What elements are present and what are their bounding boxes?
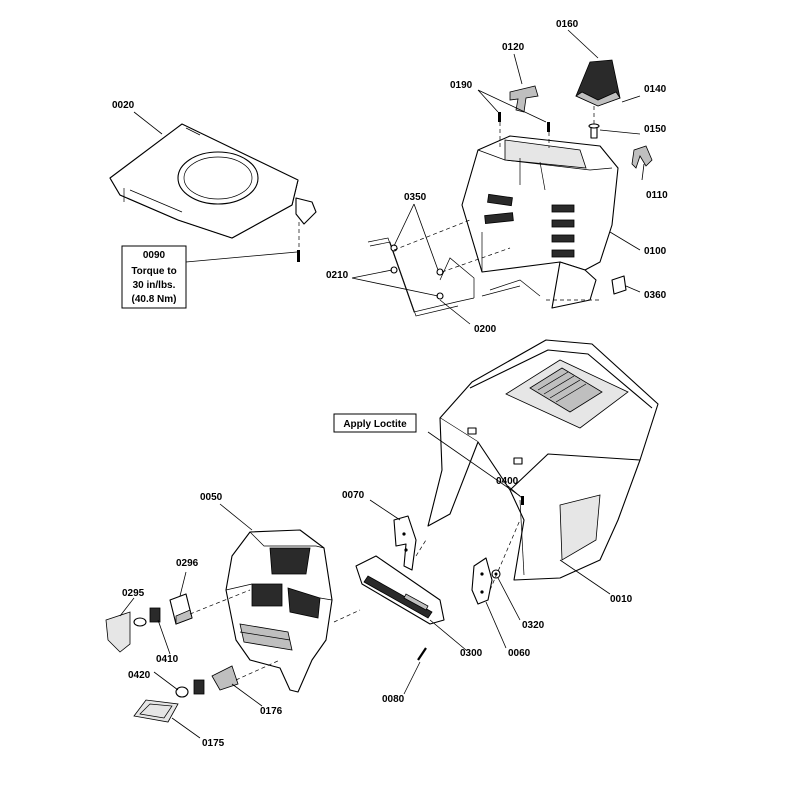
label-0190: 0190 [450,80,473,91]
part-0295-lens [105,611,131,653]
part-0010-hood [427,339,659,581]
label-0150: 0150 [644,124,667,135]
part-0060-bracket [471,557,493,605]
label-0295: 0295 [122,588,145,599]
part-0080-screw [417,647,427,661]
label-0110: 0110 [646,190,668,201]
part-0020-shroud [109,123,317,239]
label-0140: 0140 [644,84,667,95]
part-0110-lever [631,145,653,169]
label-0160: 0160 [556,19,579,30]
label-0400: 0400 [496,476,519,487]
label-0100: 0100 [644,246,667,257]
part-0420-bulb [175,679,205,698]
label-0060: 0060 [508,648,531,659]
part-0090-bolt [297,222,300,262]
loctite-note: Apply Loctite [333,413,417,433]
torque-note-part: 0090 [143,250,166,261]
part-0175-lens [133,699,179,723]
torque-note-line3: (40.8 Nm) [131,294,176,305]
part-0296-housing [169,593,193,625]
part-labels: 0020 0120 0160 0190 0140 0150 0110 0350 … [112,19,668,749]
label-0050: 0050 [200,492,223,503]
part-0140-0150-fastener [588,106,600,139]
part-0300-emblem-bar [355,555,445,625]
explode-lines [189,299,600,681]
label-0410: 0410 [156,654,179,665]
label-0010: 0010 [610,594,633,605]
label-0300: 0300 [460,648,483,659]
part-0360-clip [611,275,627,295]
part-0120-knob [509,85,539,113]
label-0176: 0176 [260,706,283,717]
label-0320: 0320 [522,620,545,631]
label-0200: 0200 [474,324,497,335]
leader-lines [119,29,645,739]
label-0420: 0420 [128,670,151,681]
label-0360: 0360 [644,290,667,301]
part-0176-lens [211,665,239,691]
part-0320-washer [491,569,501,579]
torque-note: 0090 Torque to 30 in/lbs. (40.8 Nm) [121,245,187,309]
part-0200-bracket [367,219,541,317]
label-0350: 0350 [404,192,427,203]
label-0020: 0020 [112,100,135,111]
part-0400-screw [521,496,524,505]
part-0160-cap [575,59,621,107]
label-0070: 0070 [342,490,365,501]
torque-note-line1: Torque to [131,266,176,277]
label-0296: 0296 [176,558,199,569]
part-0070-bracket [393,515,417,571]
part-0100-dash-panel [461,135,619,309]
part-0050-grille [225,529,333,693]
label-0210: 0210 [326,270,349,281]
label-0120: 0120 [502,42,525,53]
label-0080: 0080 [382,694,405,705]
label-0175: 0175 [202,738,225,749]
part-0190-screws [498,112,550,150]
loctite-note-text: Apply Loctite [343,419,407,430]
part-0410-socket [133,607,161,627]
torque-note-line2: 30 in/lbs. [133,280,176,291]
